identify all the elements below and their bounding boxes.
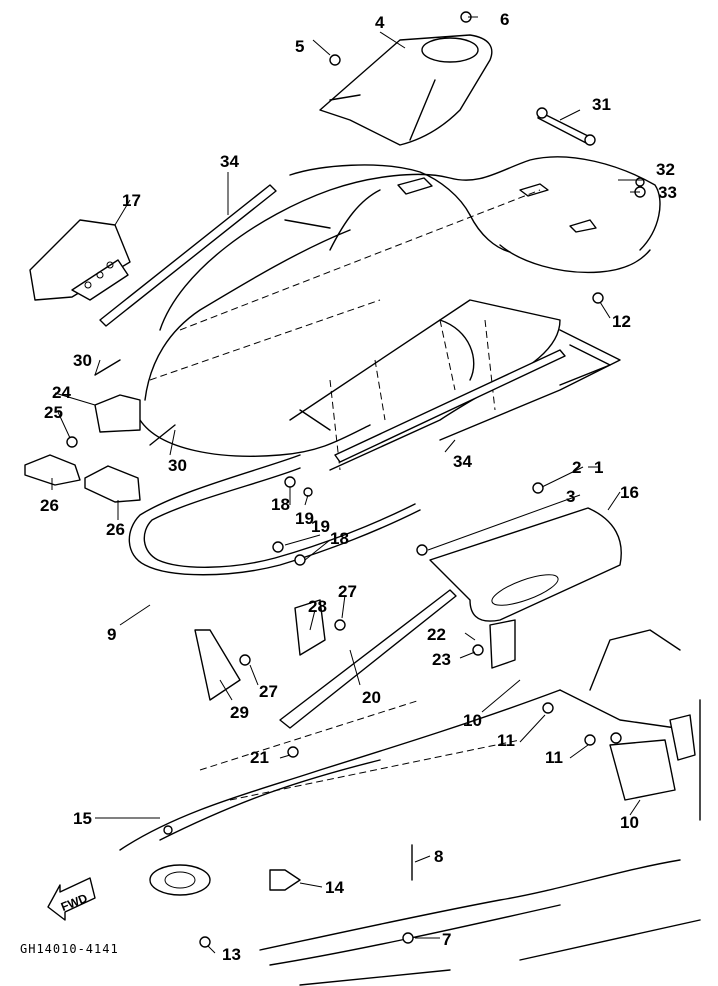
callout-31: 31 — [592, 95, 611, 114]
part-24-fender — [94, 394, 141, 433]
callout-17: 17 — [122, 191, 141, 210]
callout-32: 32 — [656, 160, 675, 179]
callout-33: 33 — [658, 183, 677, 202]
callout-15: 15 — [73, 809, 92, 828]
callout-28: 28 — [308, 597, 327, 616]
callout-18b: 18 — [330, 529, 349, 548]
fasteners — [66, 11, 646, 948]
figure-code: GH14010-4141 — [20, 942, 119, 956]
callout-30a: 30 — [73, 351, 92, 370]
callout-7: 7 — [442, 930, 451, 949]
callout-26a: 26 — [40, 496, 59, 515]
callout-23: 23 — [432, 650, 451, 669]
callout-19b: 19 — [311, 517, 330, 536]
callout-34a: 34 — [220, 152, 239, 171]
callout-13: 13 — [222, 945, 241, 964]
part-4-steering-housing — [319, 34, 493, 146]
callout-3: 3 — [566, 487, 575, 506]
callout-11b: 11 — [545, 748, 563, 767]
callout-9: 9 — [107, 625, 116, 644]
callout-6: 6 — [500, 10, 509, 29]
fwd-arrow: FWD — [47, 877, 96, 921]
lower-hull — [119, 629, 701, 986]
callout-8: 8 — [434, 847, 443, 866]
callout-14: 14 — [325, 878, 344, 897]
callout-20: 20 — [362, 688, 381, 707]
callout-25: 25 — [44, 403, 63, 422]
part-26-holders — [24, 454, 141, 503]
part-16-rear-cover — [429, 507, 622, 622]
part-17-pad — [29, 219, 131, 301]
callout-4: 4 — [375, 13, 385, 32]
callout-5: 5 — [295, 37, 304, 56]
callout-21: 21 — [250, 748, 269, 767]
callout-10b: 10 — [620, 813, 639, 832]
callout-12: 12 — [612, 312, 631, 331]
callout-11a: 11 — [497, 731, 515, 750]
callout-2: 2 — [572, 458, 581, 477]
callout-26b: 26 — [106, 520, 125, 539]
callout-16: 16 — [620, 483, 639, 502]
callout-labels: 1 2 3 4 5 6 7 8 9 10 10 11 11 12 13 14 1… — [40, 10, 677, 964]
callout-29: 29 — [230, 703, 249, 722]
callout-10a: 10 — [463, 711, 482, 730]
plates-28-29 — [194, 599, 326, 701]
callout-22: 22 — [427, 625, 446, 644]
part-31-bracket — [536, 107, 596, 146]
hull-deck — [139, 156, 661, 457]
part-20-stay — [279, 589, 457, 729]
callout-1: 1 — [594, 458, 603, 477]
callout-34b: 34 — [453, 452, 472, 471]
callout-27b: 27 — [259, 682, 278, 701]
leader-lines — [51, 16, 643, 954]
part-34-strips — [99, 184, 566, 463]
part-14-bracket — [149, 864, 301, 896]
frame-rail-9 — [128, 329, 621, 576]
callout-19a: 19 — [295, 509, 314, 528]
part-10-brackets — [489, 619, 696, 801]
callout-24: 24 — [52, 383, 71, 402]
callout-30b: 30 — [168, 456, 187, 475]
callout-27a: 27 — [338, 582, 357, 601]
callout-18a: 18 — [271, 495, 290, 514]
